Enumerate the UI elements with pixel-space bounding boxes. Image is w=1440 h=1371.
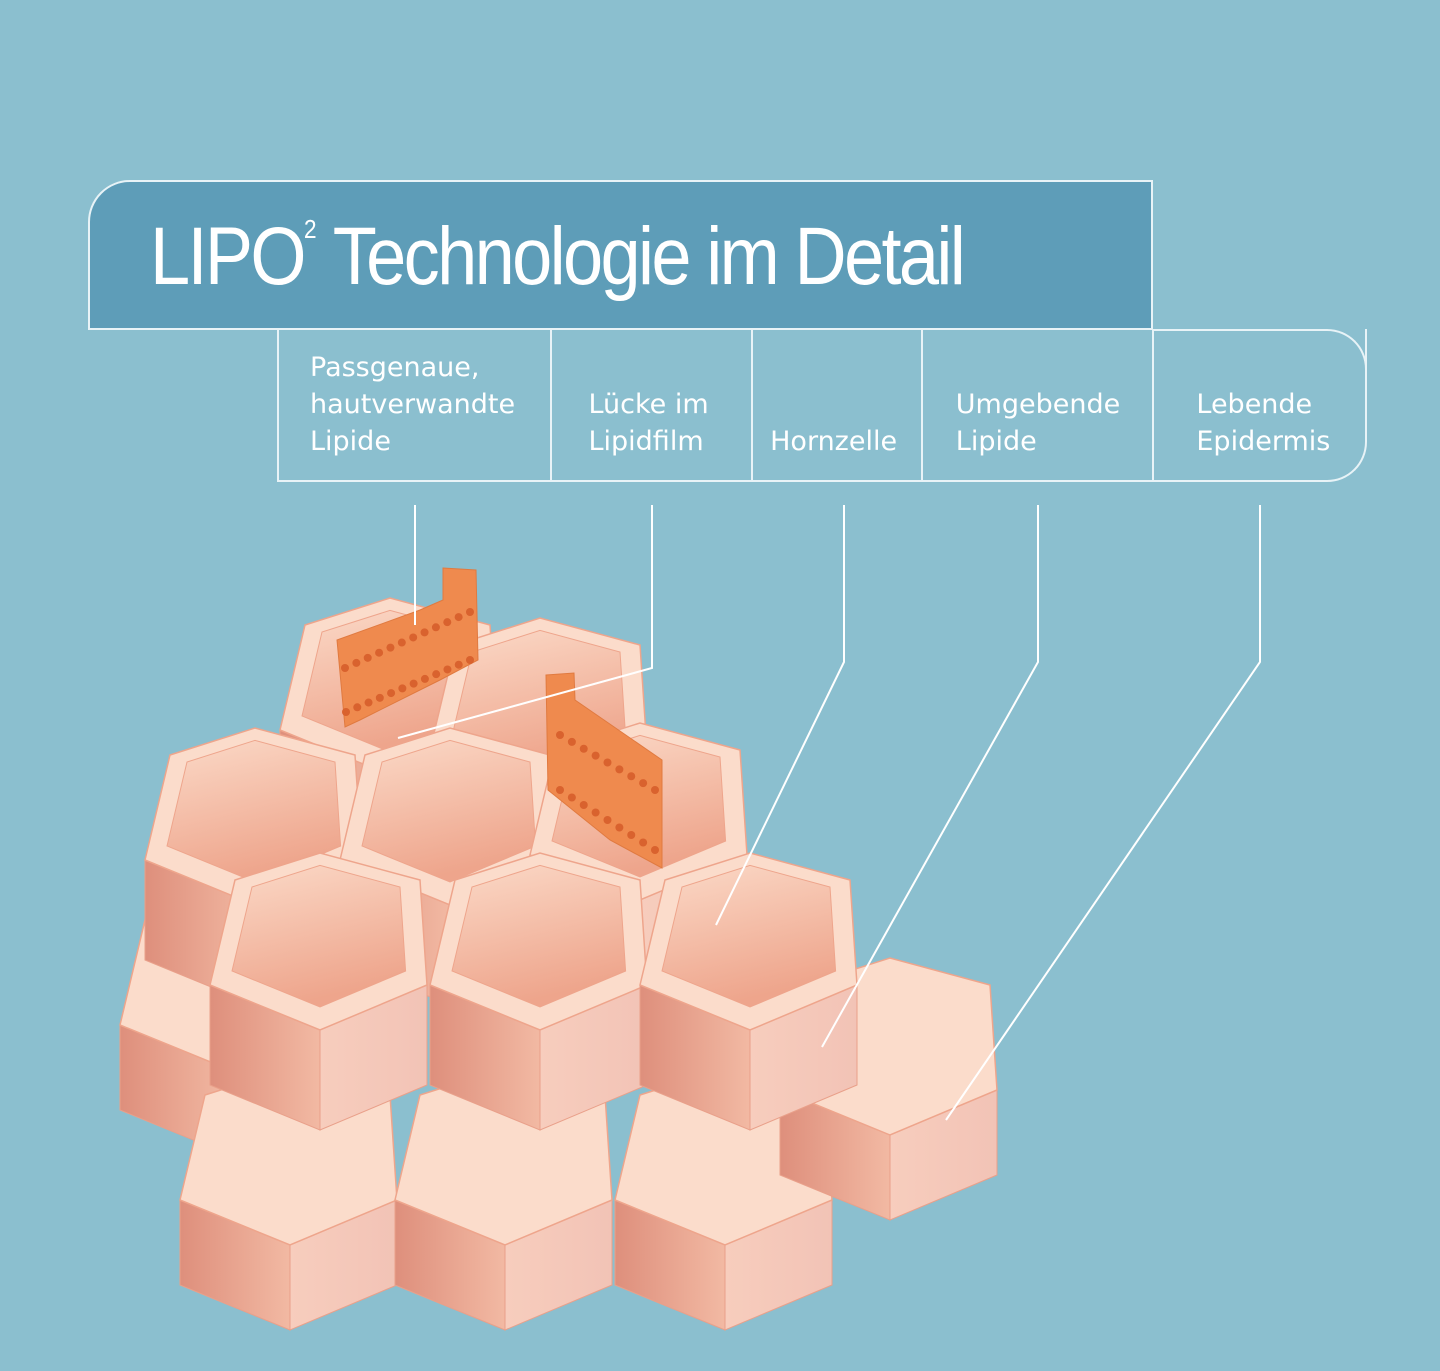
lipid-head	[466, 656, 474, 664]
cell-inner	[451, 864, 627, 1008]
lipid-head	[409, 679, 418, 688]
lipid-head	[567, 793, 576, 802]
label-passgenaue-lipide: Passgenaue, hautverwandte Lipide	[279, 329, 553, 480]
lipid-head	[567, 737, 576, 746]
lipid-head	[556, 786, 564, 794]
lipid-head	[591, 751, 600, 760]
lipid-head	[443, 665, 452, 674]
lipid-head	[579, 744, 588, 753]
lipid-head	[375, 693, 384, 702]
lipid-band-left	[336, 567, 479, 728]
lipid-head	[603, 816, 612, 824]
lipid-head	[556, 731, 564, 739]
lipid-head	[432, 670, 441, 679]
lipid-head	[651, 786, 659, 794]
leader-line	[715, 505, 845, 926]
lipid-head	[443, 618, 452, 627]
lipid-head	[398, 684, 407, 693]
label-umgebende-lipide: Umgebende Lipide	[923, 329, 1155, 480]
title-banner: LIPO2 Technologie im Detail	[88, 180, 1153, 330]
lipid-head	[353, 703, 362, 712]
label-table: Passgenaue, hautverwandte Lipide Lücke i…	[277, 329, 1367, 482]
lipid-head	[363, 653, 372, 662]
cell-inner	[661, 864, 837, 1008]
lipid-head	[454, 613, 463, 622]
label-lebende-epidermis: Lebende Epidermis	[1196, 389, 1331, 457]
lipid-head	[627, 772, 636, 781]
leader-line	[821, 505, 1039, 1048]
lipid-head	[591, 808, 600, 817]
lipid-band-right	[545, 672, 663, 869]
lipid-head	[603, 758, 612, 767]
lipid-head	[639, 779, 648, 788]
lipid-head	[431, 623, 440, 632]
lipid-head	[615, 823, 624, 832]
lipid-head	[420, 628, 429, 637]
lipid-head	[352, 658, 361, 667]
lipid-head	[651, 846, 659, 854]
lipid-head	[387, 689, 396, 698]
lipid-head	[386, 643, 395, 652]
lipid-head	[466, 608, 474, 616]
lipid-head	[375, 648, 384, 657]
lipid-head	[454, 660, 463, 669]
lipid-head	[579, 801, 588, 809]
lipid-head	[639, 838, 648, 847]
cell-inner	[361, 739, 537, 883]
lipid-head	[397, 638, 406, 647]
lipid-head	[615, 765, 624, 774]
lipid-head	[409, 633, 418, 642]
lipid-head	[364, 698, 373, 707]
lipid-head	[420, 674, 429, 683]
leader-line	[945, 505, 1261, 1121]
lipid-head	[341, 664, 349, 672]
leader-line	[397, 505, 653, 739]
lipid-head	[342, 708, 350, 716]
lipid-head	[627, 831, 636, 839]
page-title: LIPO2 Technologie im Detail	[150, 211, 966, 302]
cell-inner	[231, 864, 407, 1008]
label-hornzelle: Hornzelle	[753, 329, 923, 480]
label-luecke-im-lipidfilm: Lücke im Lipidfilm	[552, 329, 754, 480]
